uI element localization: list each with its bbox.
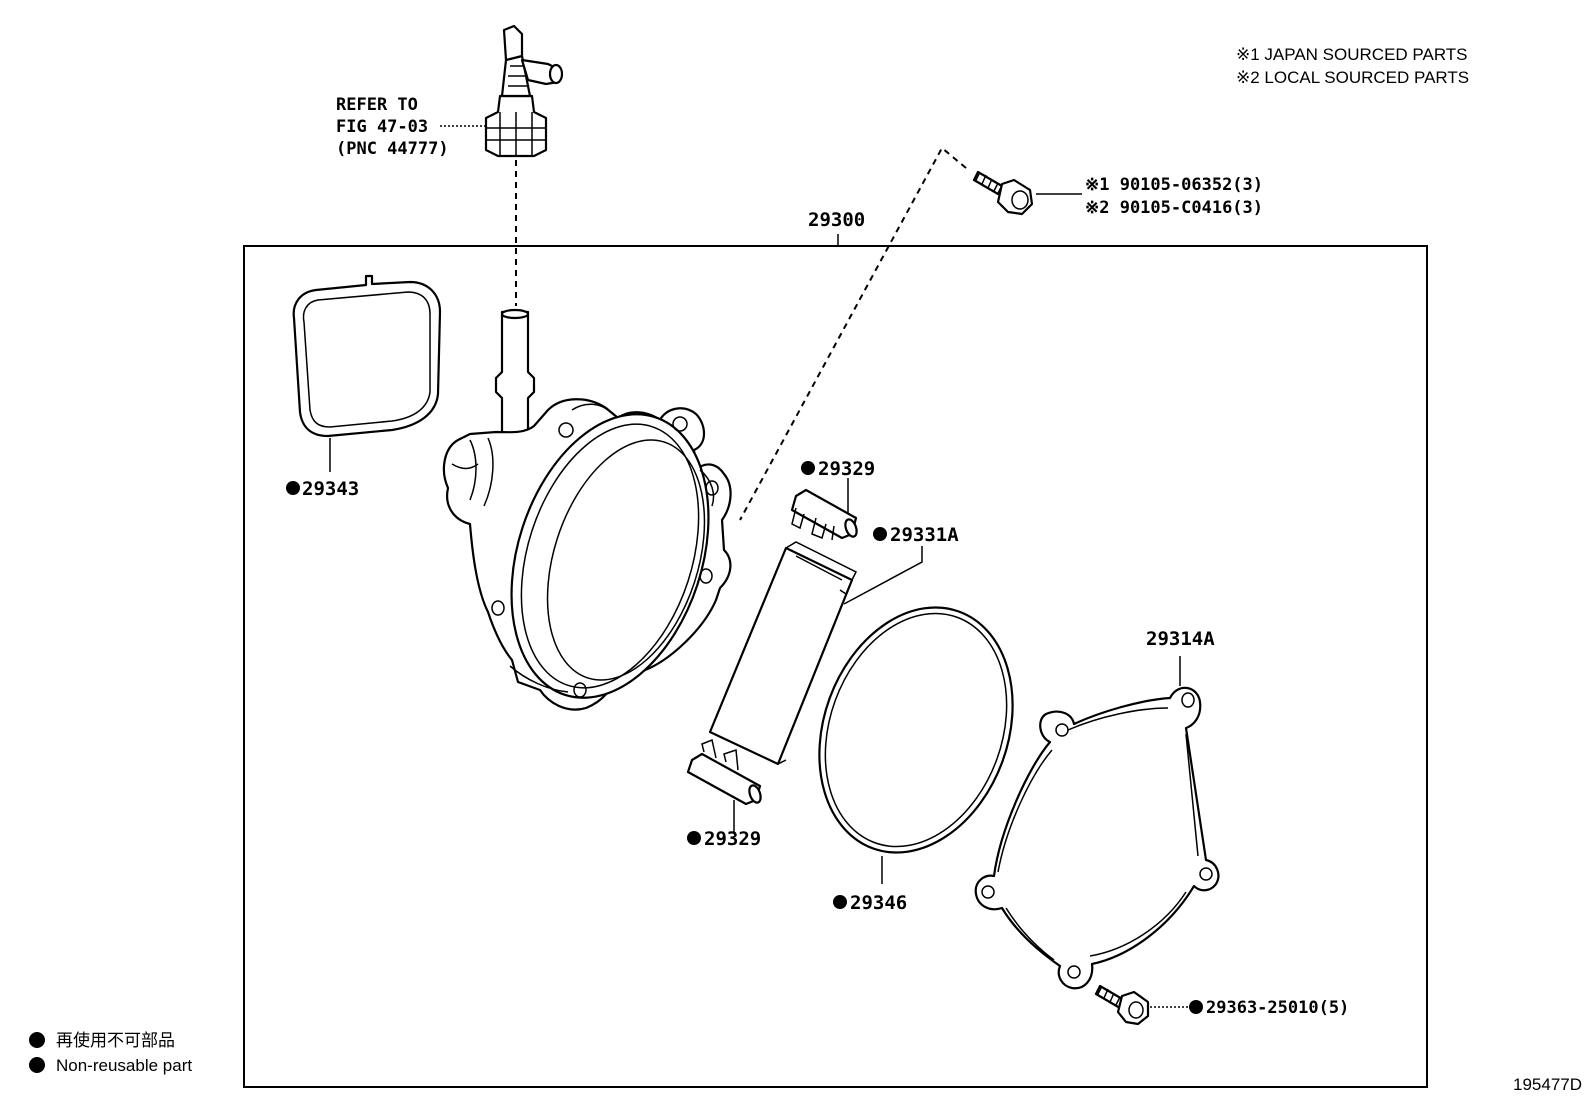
bolt-top[interactable] [972,170,1034,216]
non-reusable-dot [801,461,815,475]
non-reusable-dot [873,527,887,541]
label-bolt-local[interactable]: ※2 90105-C0416(3) [1085,198,1263,218]
bolt-dashline [739,146,967,521]
label-29331A[interactable]: 29331A [890,524,959,546]
legend-dot-jp [29,1032,45,1048]
label-29314A[interactable]: 29314A [1146,628,1215,650]
pump-housing[interactable] [442,308,743,723]
refer-line-1: REFER TO [336,95,418,115]
non-reusable-dot [833,895,847,909]
label-29363-25010[interactable]: 29363-25010(5) [1206,998,1349,1018]
label-bolt-japan[interactable]: ※1 90105-06352(3) [1085,175,1263,195]
label-29300[interactable]: 29300 [808,209,865,231]
legend-en: Non-reusable part [56,1056,192,1075]
rotor-29331A[interactable] [708,541,858,766]
non-reusable-dot [1189,1000,1203,1014]
non-reusable-dot [687,831,701,845]
assembly-frame [243,245,1428,1088]
cover-29314A[interactable] [974,686,1220,990]
note-local-sourced: ※2 LOCAL SOURCED PARTS [1236,68,1469,87]
vane-lower-29329[interactable] [686,738,763,806]
label-29329-lower[interactable]: 29329 [704,828,761,850]
label-29346[interactable]: 29346 [850,892,907,914]
legend-dot-en [29,1057,45,1073]
vane-upper-29329[interactable] [790,488,859,541]
refer-note[interactable]: REFER TO FIG 47-03 (PNC 44777) [336,95,449,159]
refer-line-2: FIG 47-03 [336,117,428,137]
gasket-29343[interactable] [292,274,442,438]
non-reusable-dot [286,481,300,495]
rotor-leader [843,546,923,605]
screw-29363[interactable] [1094,984,1150,1026]
label-29329-upper[interactable]: 29329 [818,458,875,480]
refer-line-3: (PNC 44777) [336,139,449,159]
legend: 再使用不可部品 Non-reusable part [29,1030,192,1075]
note-japan-sourced: ※1 JAPAN SOURCED PARTS [1236,45,1468,64]
oring-29346[interactable] [786,580,1045,880]
label-29343[interactable]: 29343 [302,478,359,500]
legend-jp: 再使用不可部品 [56,1030,175,1050]
check-valve-fitting[interactable] [484,24,564,158]
figure-id: 195477D [1513,1075,1582,1094]
